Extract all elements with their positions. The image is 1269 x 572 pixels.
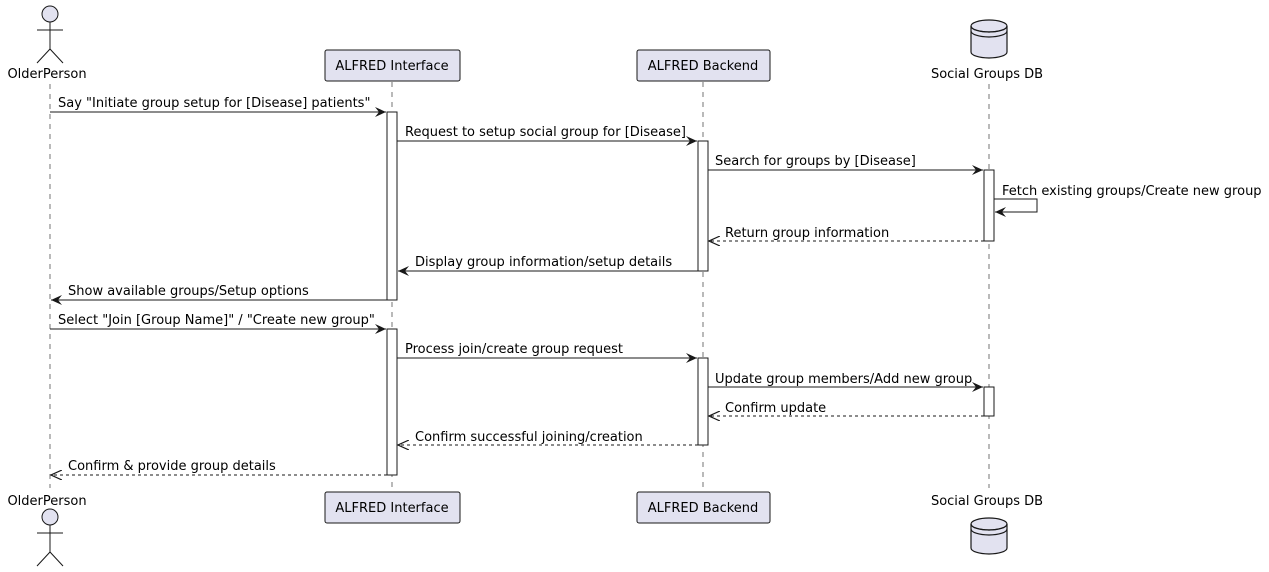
activation-interface-1 bbox=[386, 111, 398, 301]
participants-top: OlderPerson ALFRED Interface ALFRED Back… bbox=[7, 5, 1043, 82]
participant-box-interface-bottom bbox=[324, 491, 461, 524]
message-label: Process join/create group request bbox=[405, 342, 623, 357]
participant-label-db: Social Groups DB bbox=[931, 67, 1043, 82]
message-label: Confirm & provide group details bbox=[68, 459, 276, 474]
message-label: Update group members/Add new group bbox=[715, 372, 972, 387]
participant-box-interface bbox=[324, 49, 461, 82]
message-label: Select "Join [Group Name]" / "Create new… bbox=[58, 313, 375, 328]
participant-label-backend: ALFRED Backend bbox=[648, 59, 759, 74]
message-label: Say "Initiate group setup for [Disease] … bbox=[58, 96, 370, 111]
participant-box-backend bbox=[636, 49, 771, 82]
participant-label-backend-bottom: ALFRED Backend bbox=[648, 501, 759, 516]
participant-label-older-bottom: OlderPerson bbox=[7, 494, 86, 509]
participant-label-interface: ALFRED Interface bbox=[335, 59, 448, 74]
message-label: Search for groups by [Disease] bbox=[715, 154, 916, 169]
messages: Say "Initiate group setup for [Disease] … bbox=[50, 96, 1262, 475]
participants-bottom: OlderPerson ALFRED Interface ALFRED Back… bbox=[7, 491, 1043, 567]
database-icon bbox=[970, 19, 1008, 59]
participant-label-db-bottom: Social Groups DB bbox=[931, 494, 1043, 509]
activation-db-1 bbox=[983, 169, 995, 242]
actor-icon bbox=[36, 5, 64, 64]
activation-interface-2 bbox=[386, 328, 398, 476]
actor-icon-bottom bbox=[36, 508, 64, 567]
message-label: Fetch existing groups/Create new group bbox=[1002, 184, 1262, 199]
participant-label-interface-bottom: ALFRED Interface bbox=[335, 501, 448, 516]
activation-backend-1 bbox=[697, 140, 709, 272]
participant-label-older: OlderPerson bbox=[7, 67, 86, 82]
message-label: Confirm update bbox=[725, 401, 826, 416]
message-label: Show available groups/Setup options bbox=[68, 284, 309, 299]
message-label: Request to setup social group for [Disea… bbox=[405, 125, 686, 140]
message-label: Display group information/setup details bbox=[415, 255, 672, 270]
message-arrow-self bbox=[994, 198, 1038, 217]
activation-db-2 bbox=[983, 386, 995, 417]
message-label: Return group information bbox=[725, 226, 889, 241]
participant-box-backend-bottom bbox=[636, 491, 771, 524]
activations bbox=[386, 111, 995, 476]
database-icon-bottom bbox=[970, 517, 1008, 555]
activation-backend-2 bbox=[697, 357, 709, 446]
message-label: Confirm successful joining/creation bbox=[415, 430, 643, 445]
